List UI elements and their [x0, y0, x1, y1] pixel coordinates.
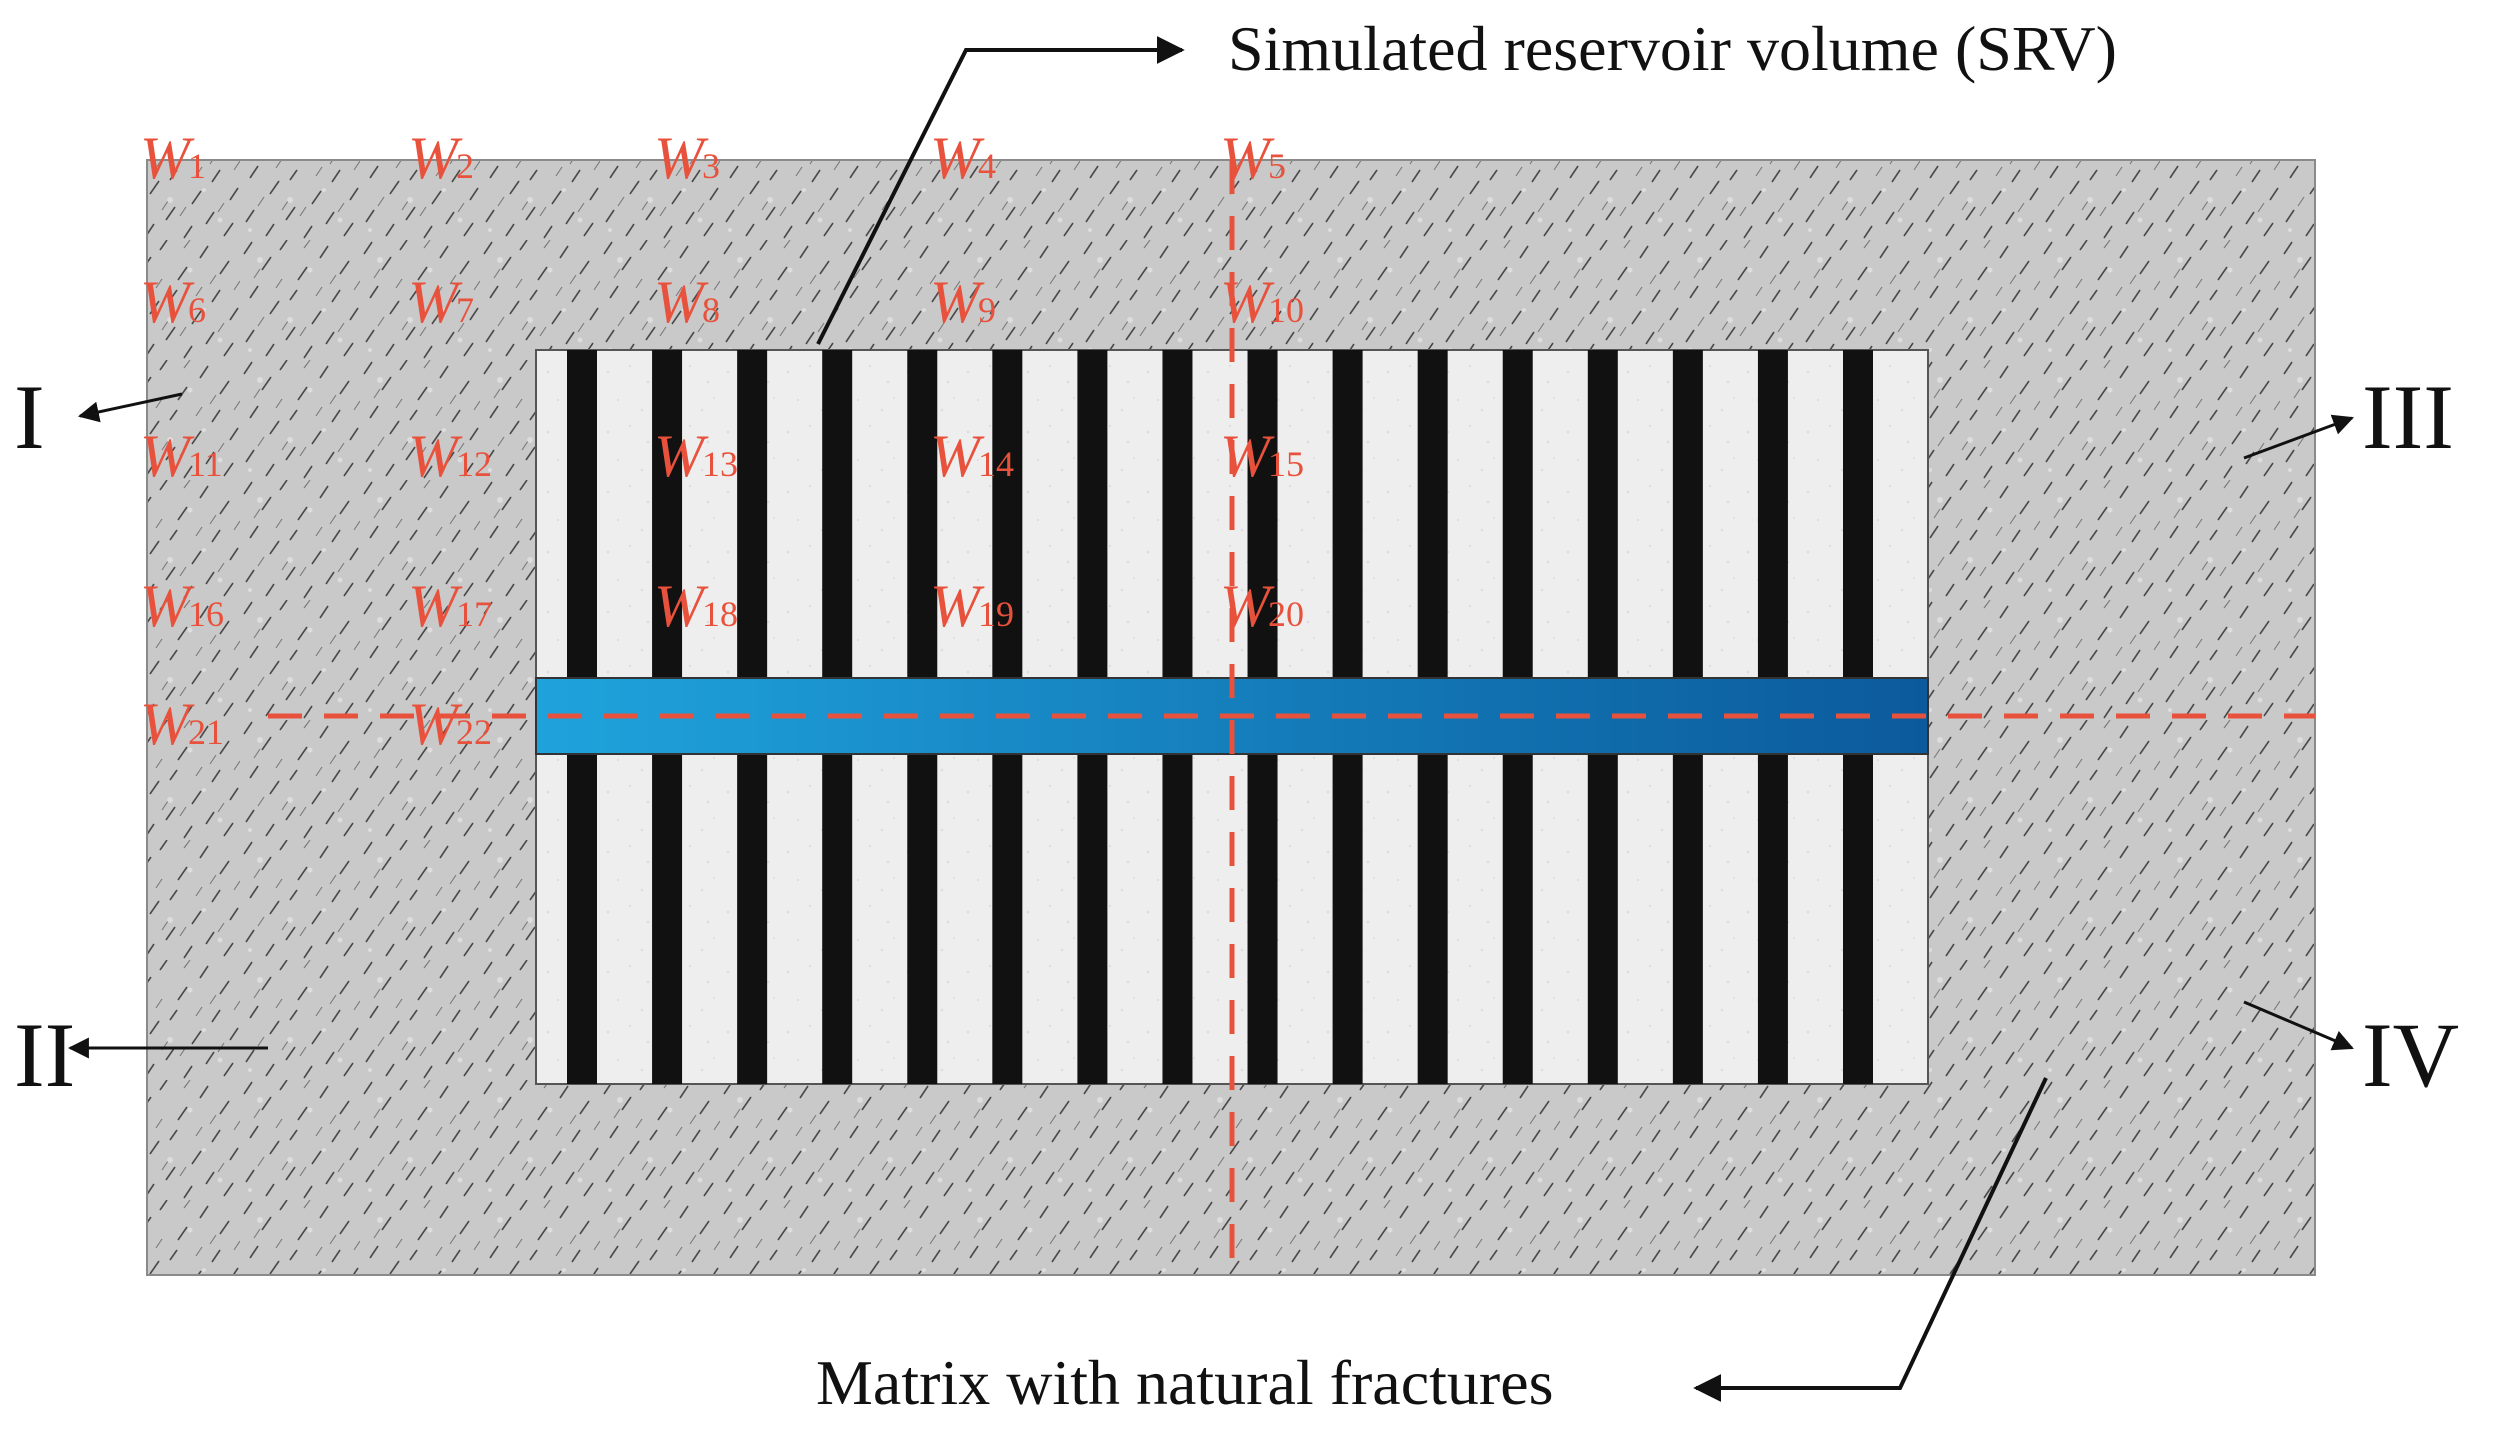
well-label: W10	[1220, 269, 1304, 335]
well-label: W5	[1220, 125, 1286, 191]
well-label: W18	[654, 573, 738, 639]
well-label: W8	[654, 269, 720, 335]
region-1-arrow	[77, 392, 183, 423]
well-label: W9	[930, 269, 996, 335]
well-label: W1	[140, 125, 206, 191]
well-label: W20	[1220, 573, 1304, 639]
srv-callout-arrow	[816, 36, 1185, 345]
well-label: W11	[140, 423, 223, 489]
region-label-3: III	[2362, 366, 2454, 468]
region-label-4: IV	[2362, 1004, 2459, 1106]
matrix-callout-arrow	[1693, 1077, 2048, 1402]
well-label: W21	[140, 691, 224, 757]
well-label: W15	[1220, 423, 1304, 489]
well-label: W16	[140, 573, 224, 639]
region-3-arrow	[2243, 414, 2354, 460]
well-label: W17	[408, 573, 492, 639]
well-label: W6	[140, 269, 206, 335]
well-label: W4	[930, 125, 996, 191]
well-label: W22	[408, 691, 492, 757]
well-label: W14	[930, 423, 1014, 489]
well-label: W12	[408, 423, 492, 489]
region-label-1: I	[14, 366, 45, 468]
well-label: W3	[654, 125, 720, 191]
region-label-2: II	[14, 1004, 75, 1106]
region-4-arrow	[2243, 1000, 2354, 1051]
well-label: W19	[930, 573, 1014, 639]
well-label: W13	[654, 423, 738, 489]
well-label: W2	[408, 125, 474, 191]
well-label: W7	[408, 269, 474, 335]
srv-callout-label: Simulated reservoir volume (SRV)	[1228, 13, 2117, 84]
matrix-callout-label: Matrix with natural fractures	[816, 1347, 1554, 1418]
